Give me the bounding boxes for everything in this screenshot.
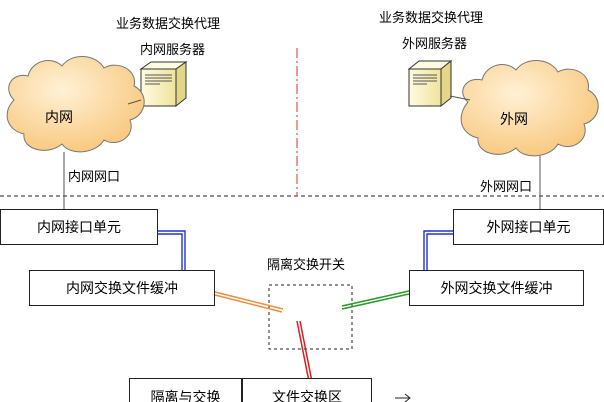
inner-proxy-title: 业务数据交换代理 bbox=[116, 16, 221, 31]
inner-interface-unit: 内网接口单元 bbox=[0, 209, 158, 245]
inner-network-cloud bbox=[6, 56, 145, 153]
outer-network-cloud bbox=[460, 60, 599, 157]
outer-proxy-title: 业务数据交换代理 bbox=[379, 10, 484, 25]
outer-server-label: 外网服务器 bbox=[402, 36, 468, 51]
outer-buffer-to-switch-link bbox=[341, 290, 410, 310]
outer-interface-unit: 外网接口单元 bbox=[453, 209, 604, 245]
outer-server-icon bbox=[407, 59, 453, 108]
isolation-switch-box bbox=[268, 284, 353, 350]
inner-cloud-label: 内网 bbox=[45, 109, 73, 125]
inner-port-label: 内网网口 bbox=[68, 169, 121, 184]
inner-server-icon bbox=[139, 61, 188, 108]
inner-buffer-to-switch-link bbox=[214, 291, 284, 313]
outer-unit-to-buffer-link bbox=[423, 230, 453, 270]
outer-port-label: 外网网口 bbox=[480, 179, 533, 194]
isolation-exchange-box: 隔离与交换 bbox=[129, 378, 242, 402]
inner-file-buffer: 内网交换文件缓冲 bbox=[29, 270, 215, 306]
file-exchange-area-box: 文件交换区 bbox=[242, 378, 372, 402]
inner-unit-to-buffer-link bbox=[158, 230, 186, 270]
outer-cloud-label: 外网 bbox=[500, 111, 528, 127]
outer-file-buffer: 外网交换文件缓冲 bbox=[409, 270, 584, 306]
right-arrow-icon bbox=[395, 393, 411, 402]
isolation-switch-label: 隔离交换开关 bbox=[267, 257, 346, 272]
inner-server-label: 内网服务器 bbox=[140, 42, 206, 57]
